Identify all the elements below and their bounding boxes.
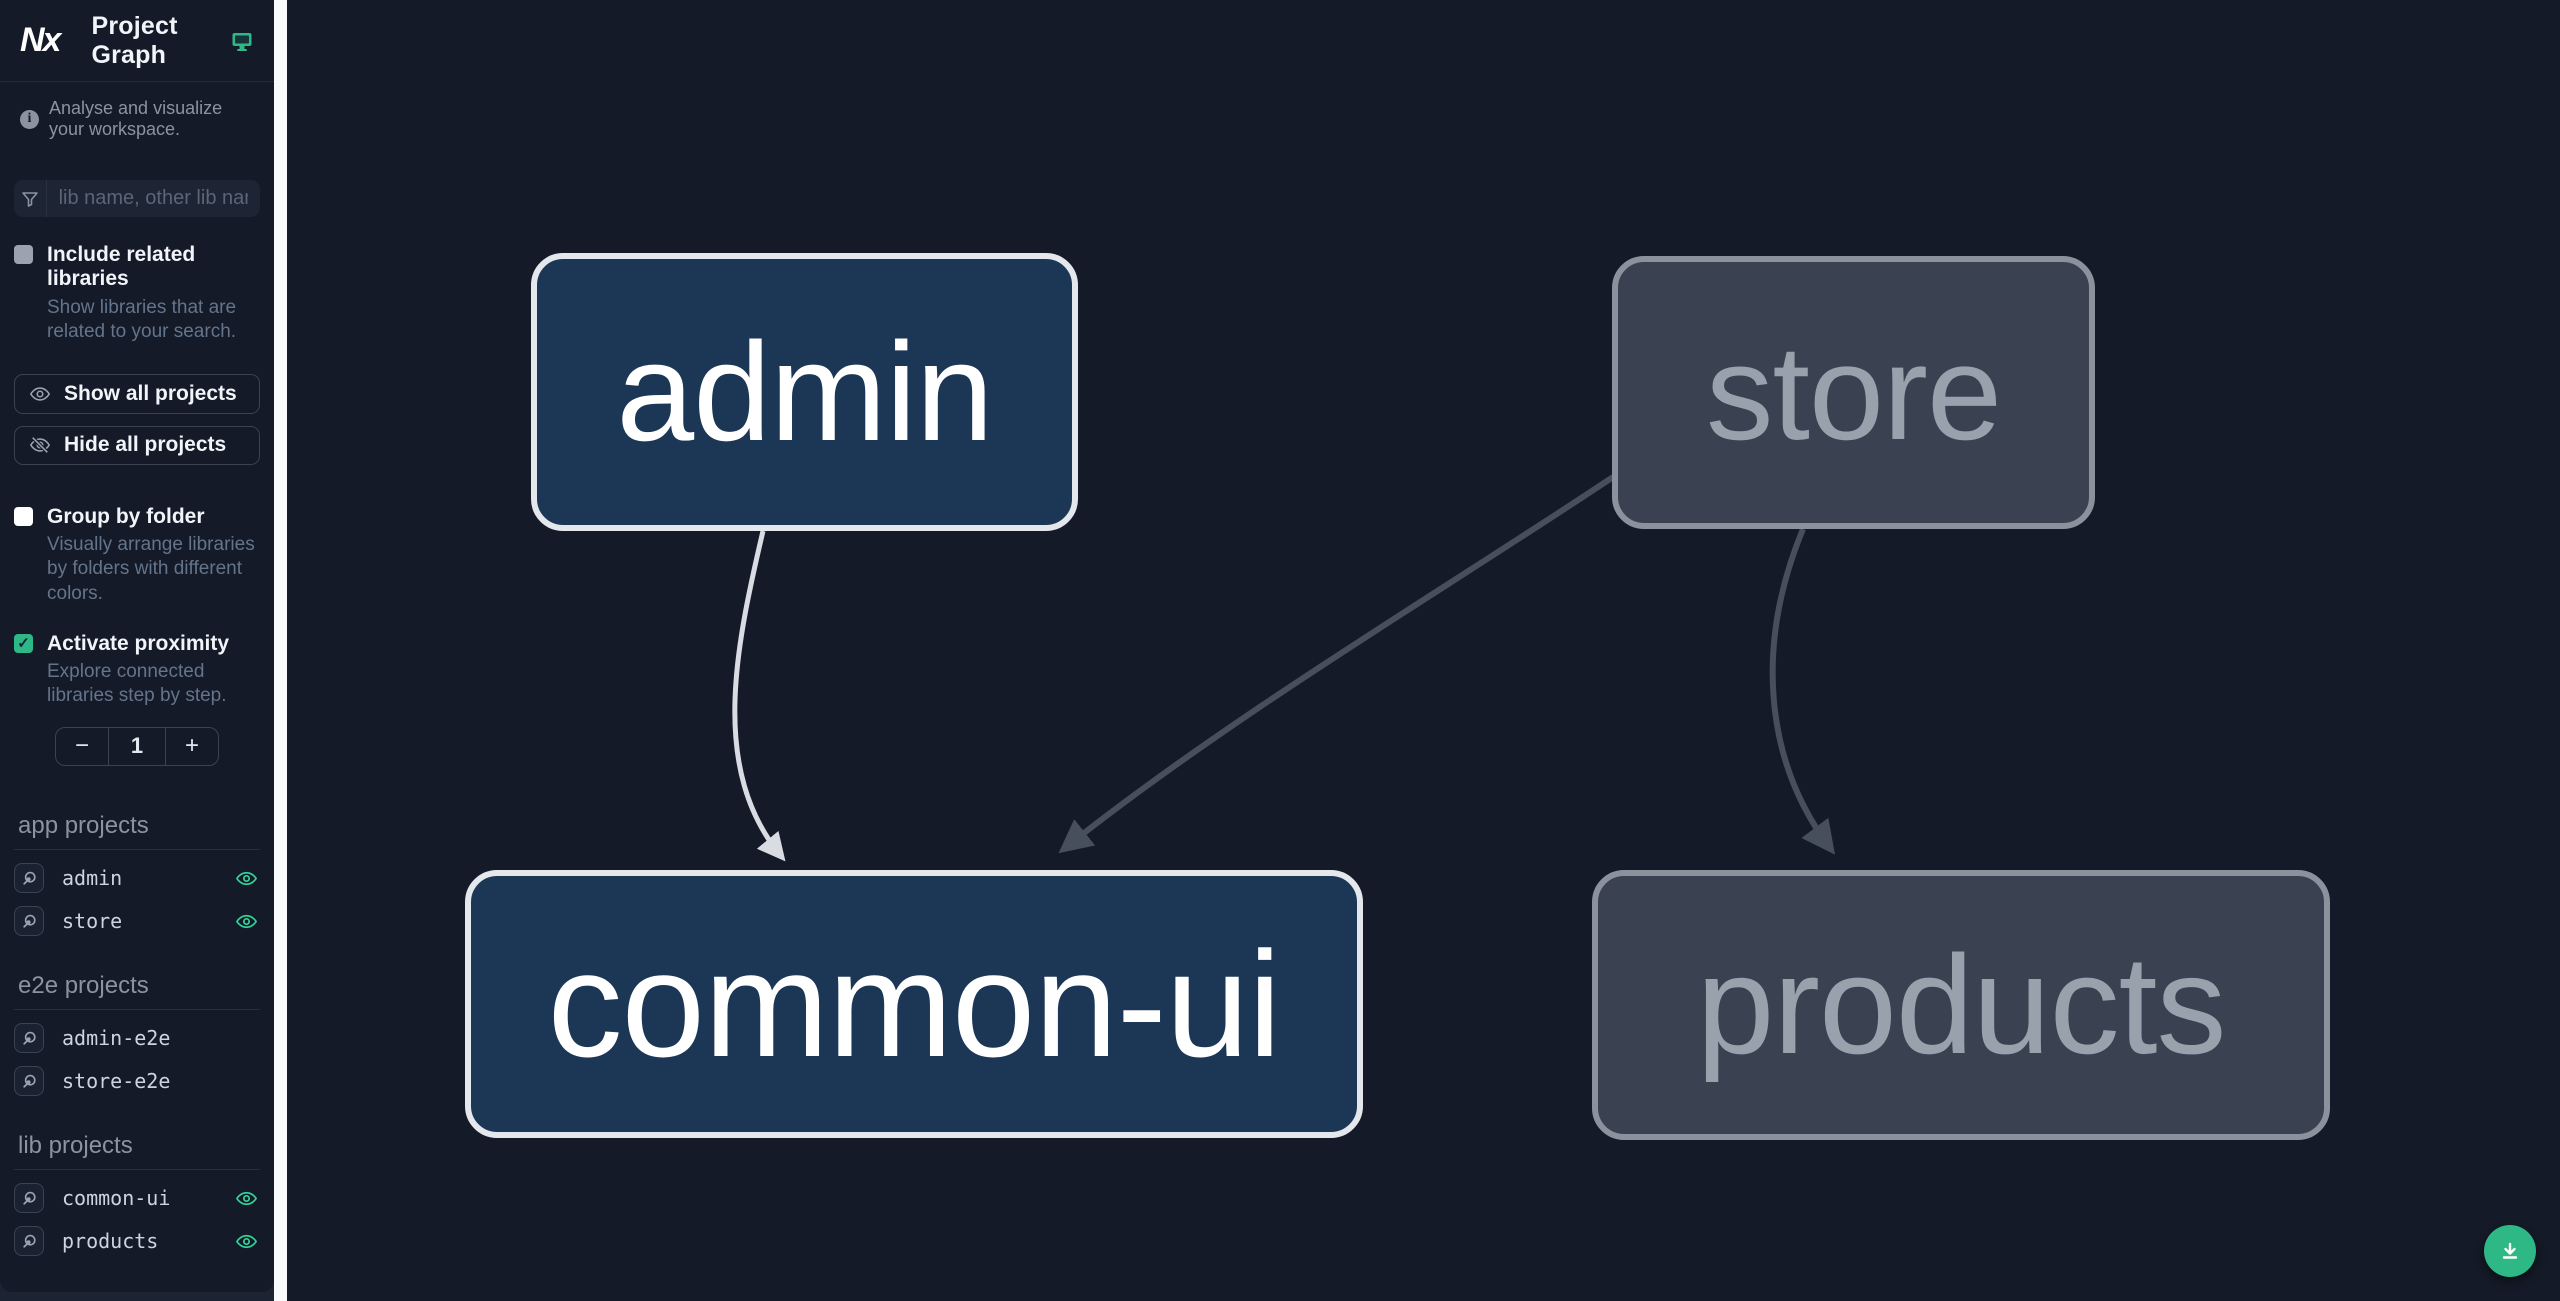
section-e2e-projects: e2e projects admin-e2e store-e2e [14,972,260,1096]
graph-node-admin[interactable]: admin [531,253,1078,531]
graph-node-store[interactable]: store [1612,256,2095,529]
graph-canvas[interactable]: admin store common-ui products [287,0,2560,1301]
graph-node-products[interactable]: products [1592,870,2330,1140]
page-title: Project Graph [91,11,178,69]
show-all-projects-label: Show all projects [64,381,237,405]
group-by-folder-label: Group by folder [47,504,205,528]
tagline-row: i Analyse and visualize your workspace. [0,82,274,154]
project-row-common-ui: common-ui [14,1183,260,1213]
project-name[interactable]: admin [62,866,123,890]
download-icon [2498,1239,2522,1263]
node-label: admin [616,313,993,470]
edge-admin-to-common-ui [732,530,786,862]
node-label: products [1696,926,2227,1083]
eye-icon[interactable] [235,910,258,933]
proximity-increment-button[interactable]: + [166,728,218,765]
section-title: e2e projects [14,972,260,1010]
eye-icon[interactable] [235,867,258,890]
project-row-admin: admin [14,863,260,893]
search-box [14,180,260,218]
node-label: common-ui [547,919,1282,1088]
nx-logo: Nx [20,21,61,59]
graph-node-common-ui[interactable]: common-ui [465,870,1363,1138]
focus-icon[interactable] [14,1066,44,1096]
group-by-folder-description: Visually arrange libraries by folders wi… [47,533,255,604]
search-input[interactable] [46,187,260,211]
edge-store-to-products [1769,527,1836,855]
project-name[interactable]: store-e2e [62,1069,171,1093]
sidebar-panel: Nx Project Graph i Analyse and visualize… [0,0,274,1293]
project-row-store-e2e: store-e2e [14,1066,260,1096]
focus-icon[interactable] [14,1226,44,1256]
focus-icon[interactable] [14,1183,44,1213]
monitor-icon[interactable] [230,29,254,53]
section-title: app projects [14,812,260,850]
include-related-checkbox[interactable] [14,245,33,265]
activate-proximity-description: Explore connected libraries step by step… [47,661,227,707]
section-title: lib projects [14,1132,260,1170]
group-by-folder-checkbox[interactable] [14,506,33,526]
sidebar: Nx Project Graph i Analyse and visualize… [0,0,274,1301]
activate-proximity-label: Activate proximity [47,631,230,655]
sidebar-canvas-divider[interactable] [274,0,287,1301]
tagline-text: Analyse and visualize your workspace. [49,98,223,139]
sidebar-header: Nx Project Graph [0,0,274,82]
project-row-admin-e2e: admin-e2e [14,1023,260,1053]
project-name[interactable]: products [62,1229,159,1253]
hide-all-projects-button[interactable]: Hide all projects [14,425,260,465]
activate-proximity-row: ✓ Activate proximity Explore connected l… [0,632,274,709]
project-sections: app projects admin s [0,812,274,1292]
info-icon: i [20,109,39,129]
section-app-projects: app projects admin s [14,812,260,936]
project-name[interactable]: common-ui [62,1186,171,1210]
activate-proximity-checkbox[interactable]: ✓ [14,633,33,653]
project-name[interactable]: admin-e2e [62,1026,171,1050]
include-related-description: Show libraries that are related to your … [47,296,237,342]
edges-layer [732,474,1836,862]
project-row-store: store [14,906,260,936]
proximity-decrement-button[interactable]: − [56,728,108,765]
download-graph-button[interactable] [2484,1225,2536,1277]
hide-all-projects-label: Hide all projects [64,433,227,457]
edge-store-to-common-ui [1058,474,1615,854]
section-lib-projects: lib projects common-ui [14,1132,260,1256]
focus-icon[interactable] [14,906,44,936]
include-related-label: Include related libraries [47,243,196,291]
proximity-value[interactable]: 1 [108,727,166,765]
filter-funnel-icon [14,180,47,218]
proximity-stepper: − 1 + [55,726,219,766]
eye-icon[interactable] [235,1187,258,1210]
sidebar-footer-strip [0,1292,274,1301]
project-name[interactable]: store [62,909,123,933]
show-all-projects-button[interactable]: Show all projects [14,374,260,414]
include-related-row: Include related libraries Show libraries… [0,243,274,344]
eye-icon[interactable] [235,1230,258,1253]
group-by-folder-row: Group by folder Visually arrange librari… [0,505,274,606]
focus-icon[interactable] [14,863,44,893]
node-label: store [1705,317,2002,468]
focus-icon[interactable] [14,1023,44,1053]
project-row-products: products [14,1226,260,1256]
